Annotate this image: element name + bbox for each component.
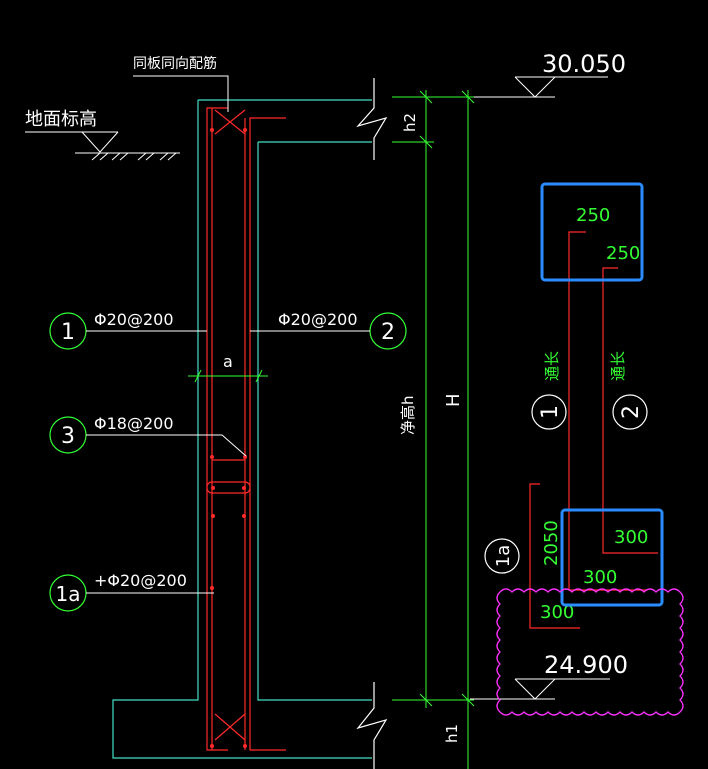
bar-shape-1-marker: 1 (531, 394, 567, 430)
svg-text:1a: 1a (493, 545, 514, 567)
dim-a: a (223, 352, 233, 371)
callout-bar-2-spec: Φ20@200 (278, 310, 358, 329)
revision-cloud (496, 588, 684, 716)
callout-bar-2: 2 Φ20@200 (250, 310, 407, 350)
elevation-top: 30.050 (470, 50, 626, 98)
bar1a-bottom-length: 300 (540, 602, 574, 623)
bar1-bottom-length: 300 (583, 567, 617, 588)
callout-bar-1a-id: 1a (56, 582, 81, 606)
bar1-hook-length: 250 (576, 205, 610, 226)
dim-h1: h1 (443, 724, 461, 743)
highlight-box-top (540, 182, 644, 282)
callout-bar-2-id: 2 (381, 320, 395, 345)
callout-bar-1a-spec: +Φ20@200 (94, 571, 187, 590)
callout-bar-1: 1 Φ20@200 (49, 310, 207, 350)
svg-text:2: 2 (619, 405, 644, 419)
bar2-tag: 通长 (609, 351, 627, 381)
dim-h2: h2 (401, 113, 419, 132)
callout-bar-3: 3 Φ18@200 (49, 414, 247, 457)
callout-bar-1-spec: Φ20@200 (94, 310, 174, 329)
dimension-lines (188, 90, 475, 769)
same-side-bar-label: 同板同向配筋 (133, 55, 217, 72)
bar1-tag: 通长 (543, 351, 561, 381)
bar-shape-lines (529, 231, 658, 629)
rebar-dots (210, 128, 247, 748)
bar1a-length: 2050 (541, 520, 562, 566)
break-lines (356, 78, 388, 769)
dim-clear-height: 净高h (399, 395, 417, 435)
bar-shape-1a-marker: 1a (484, 538, 520, 574)
callout-bar-1a: 1a +Φ20@200 (49, 571, 214, 612)
highlight-box-bottom (560, 508, 664, 607)
bar2-bottom-length: 300 (614, 527, 648, 548)
callout-bar-1-id: 1 (61, 320, 75, 345)
dim-H: H (443, 393, 464, 407)
callout-bar-3-spec: Φ18@200 (94, 414, 174, 433)
ground-level-symbol: 地面标高 (25, 109, 180, 161)
wall-outline (112, 99, 372, 759)
svg-text:1: 1 (538, 405, 563, 419)
bar-shape-2-marker: 2 (612, 394, 648, 430)
elevation-bottom: 24.900 (470, 651, 628, 700)
elevation-top-value: 30.050 (542, 50, 626, 78)
bar2-hook-length: 250 (606, 243, 640, 264)
elevation-bottom-value: 24.900 (544, 651, 628, 679)
callout-bar-3-id: 3 (61, 424, 75, 449)
ground-level-label: 地面标高 (25, 109, 97, 130)
rebar-lines (206, 107, 286, 751)
